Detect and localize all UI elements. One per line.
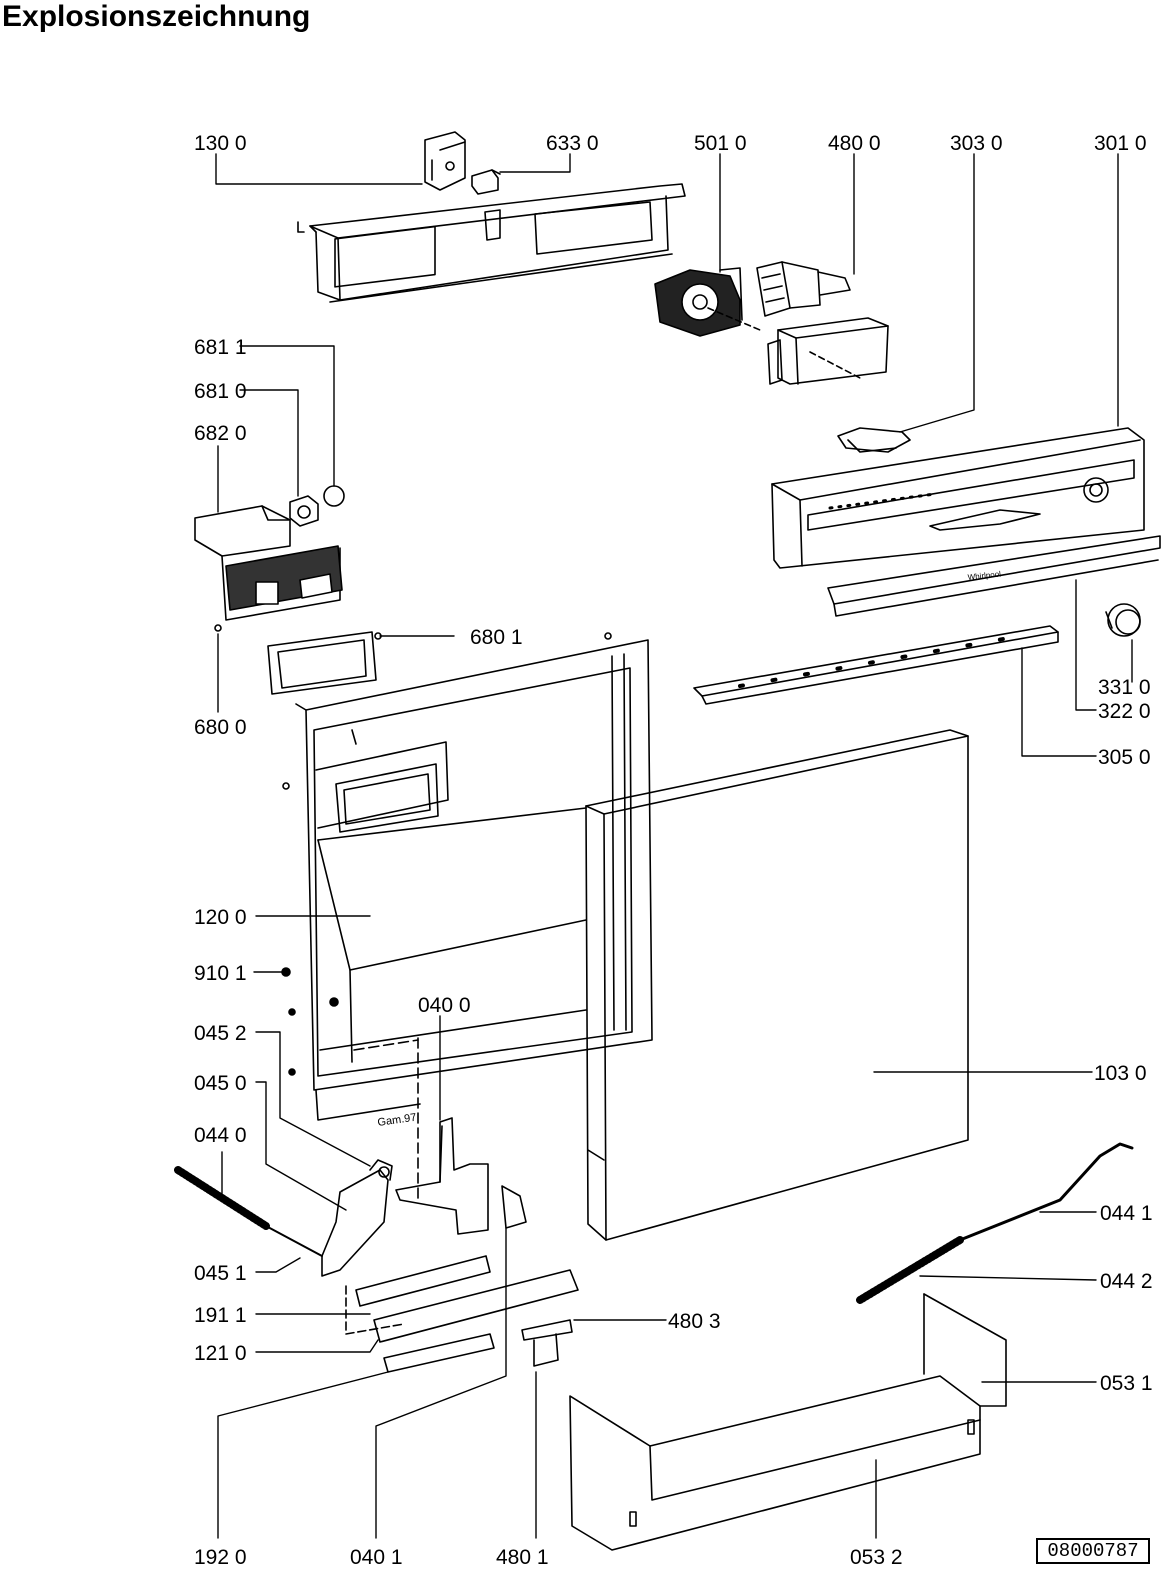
bottom-rails — [345, 1255, 579, 1373]
part-label: 305 0 — [1098, 746, 1151, 769]
front-control-panel — [771, 427, 1145, 569]
brand-mark: Whirlpool — [967, 570, 1001, 582]
pin — [214, 624, 222, 632]
hinge-bracket — [395, 1117, 489, 1235]
screws — [281, 967, 339, 1076]
part-label: 044 2 — [1100, 1270, 1153, 1293]
part-label: 120 0 — [194, 906, 247, 929]
part-labels: 130 0 633 0 501 0 480 0 303 0 301 0 681 … — [194, 132, 1153, 1569]
part-label: 910 1 — [194, 962, 247, 985]
part-label: 130 0 — [194, 132, 247, 155]
part-label: 044 1 — [1100, 1202, 1153, 1225]
part-label: 103 0 — [1094, 1062, 1147, 1085]
part-label: 301 0 — [1094, 132, 1147, 155]
part-label: 192 0 — [194, 1546, 247, 1569]
part-label: 053 1 — [1100, 1372, 1153, 1395]
part-label: 680 1 — [470, 626, 523, 649]
part-label: 633 0 — [546, 132, 599, 155]
part-label: 045 2 — [194, 1022, 247, 1045]
dispenser-gasket — [267, 631, 382, 695]
document-number-box: 08000787 — [1036, 1538, 1150, 1564]
outer-door-panel — [585, 729, 969, 1241]
program-knob — [1105, 603, 1141, 637]
detergent-dispenser — [194, 505, 343, 621]
page-title: Explosionszeichnung — [2, 0, 311, 33]
part-label: 681 0 — [194, 380, 247, 403]
panel-annotation: Gam.97 — [377, 1112, 417, 1129]
part-label: 040 1 — [350, 1546, 403, 1569]
part-label: 501 0 — [694, 132, 747, 155]
part-label: 480 3 — [668, 1310, 721, 1333]
rinse-aid-cap — [289, 495, 319, 527]
seal-ring — [323, 485, 345, 507]
part-label: 682 0 — [194, 422, 247, 445]
hinge-lever — [321, 1159, 393, 1277]
hinge-cover — [501, 1185, 527, 1229]
part-label: 045 1 — [194, 1262, 247, 1285]
small-connector-part — [471, 169, 501, 195]
alignment-lines — [353, 1037, 419, 1201]
part-label: 322 0 — [1098, 700, 1151, 723]
switch-part — [424, 131, 466, 191]
part-label: 121 0 — [194, 1342, 247, 1365]
part-label: 191 1 — [194, 1304, 247, 1327]
part-label: 681 1 — [194, 336, 247, 359]
part-label: 480 0 — [828, 132, 881, 155]
part-label: 040 0 — [418, 994, 471, 1017]
inner-door-panel — [282, 632, 653, 1121]
hinge-spring-left — [174, 1166, 323, 1257]
part-label: 053 2 — [850, 1546, 903, 1569]
part-label: 680 0 — [194, 716, 247, 739]
leader-lines — [215, 153, 1133, 1539]
part-label: 480 1 — [496, 1546, 549, 1569]
timer-housing — [767, 317, 889, 385]
lamp-holder — [837, 427, 911, 453]
hinge-spring-right — [856, 1142, 1134, 1304]
document-number: 08000787 — [1047, 1540, 1139, 1562]
part-label: 045 0 — [194, 1072, 247, 1095]
part-label: 331 0 — [1098, 676, 1151, 699]
support-rail — [693, 625, 1059, 705]
connector-block — [756, 261, 851, 317]
control-bracket — [297, 183, 686, 303]
timer-motor — [654, 267, 761, 337]
kick-plate — [569, 1293, 1007, 1551]
part-label: 303 0 — [950, 132, 1003, 155]
trim-strip — [827, 535, 1161, 617]
clip — [521, 1319, 573, 1367]
part-label: 044 0 — [194, 1124, 247, 1147]
